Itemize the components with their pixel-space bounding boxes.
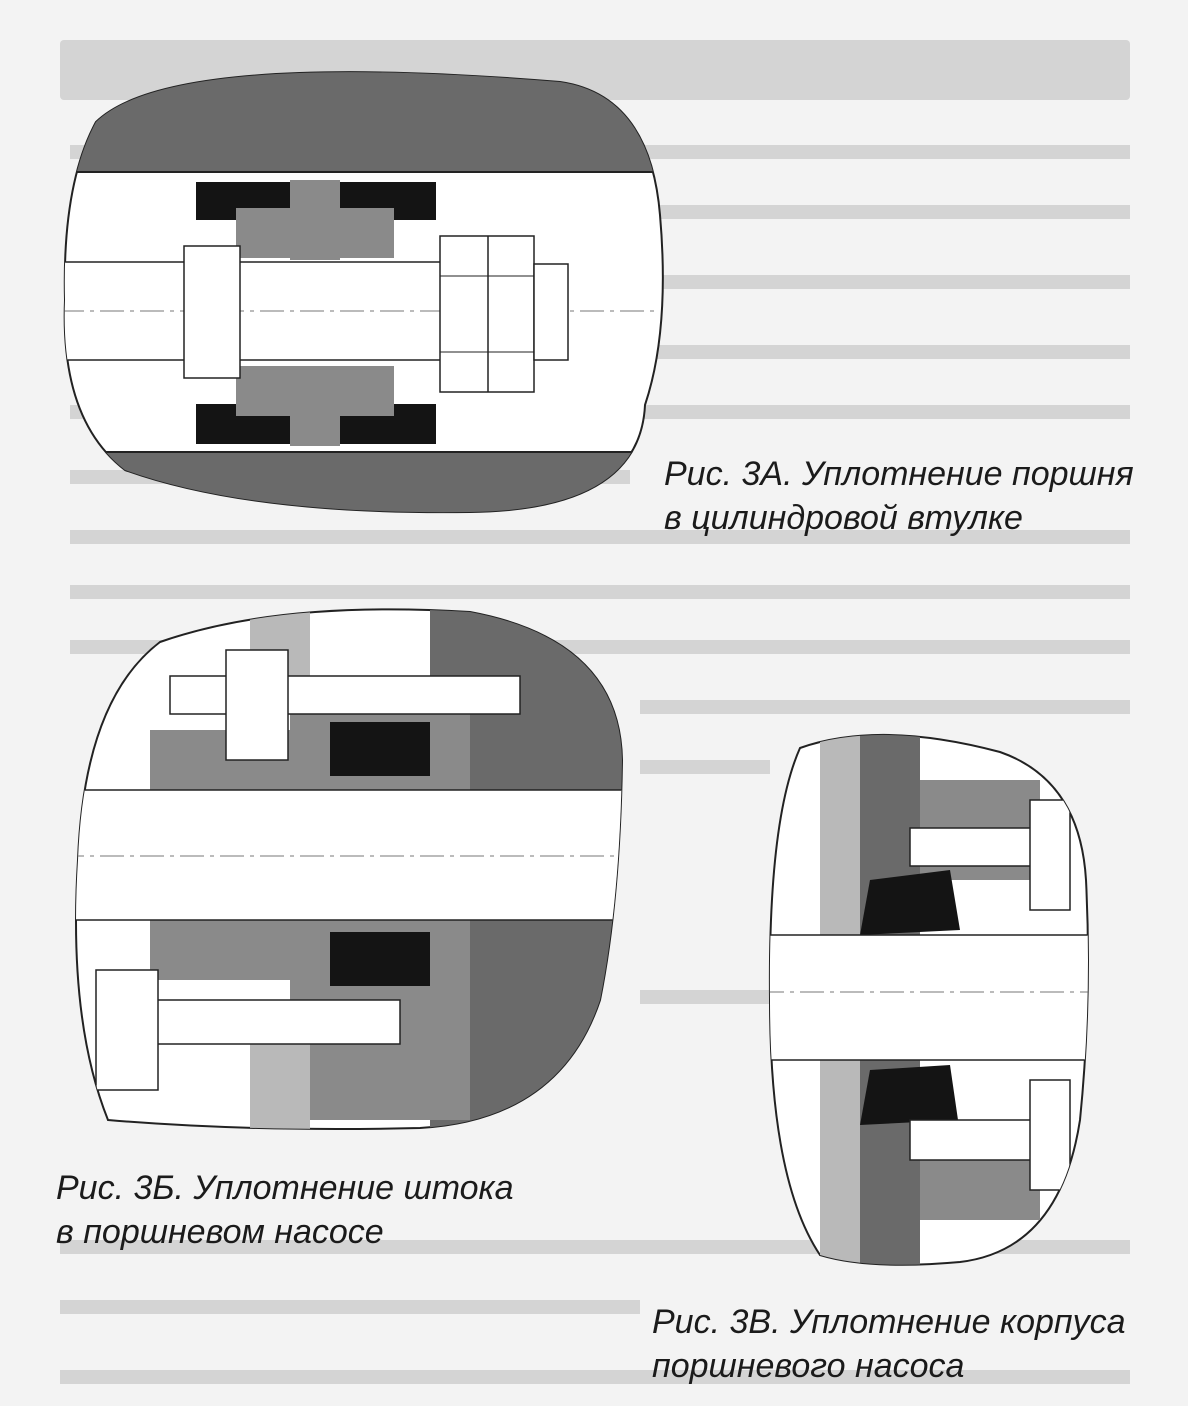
piston-core-bottom [236, 366, 394, 446]
caption-figure-3a-line2: в цилиндровой втулке [664, 499, 1023, 537]
caption-figure-3b-line2: в поршневом насосе [56, 1213, 384, 1251]
caption-figure-3v-line2: поршневого насоса [652, 1347, 965, 1385]
rod-end-thread [533, 263, 569, 361]
caption-figure-3a: Рис. 3А. Уплотнение поршня в цилиндровой… [664, 452, 1134, 540]
casing-bolt-top [909, 827, 1041, 867]
casing-seal-ring-top [860, 870, 960, 935]
gland-nut-top [225, 649, 289, 761]
casing-seal-ring-bottom [860, 1065, 958, 1125]
piston-nut [439, 235, 535, 393]
figure-3b-rod-seal [75, 608, 624, 1130]
caption-figure-3v-line1: Рис. 3В. Уплотнение корпуса [652, 1303, 1126, 1341]
caption-figure-3a-line1: Рис. 3А. Уплотнение поршня [664, 455, 1134, 493]
figure-3v-casing-seal [768, 733, 1089, 1266]
gland-nut-bottom [95, 969, 159, 1091]
caption-figure-3b: Рис. 3Б. Уплотнение штока в поршневом на… [56, 1166, 514, 1254]
plunger-rod [76, 789, 622, 921]
gland-stud-top [169, 675, 521, 715]
packing-rings-bottom [330, 932, 430, 986]
packing-rings-top [330, 722, 430, 776]
caption-figure-3b-line1: Рис. 3Б. Уплотнение штока [56, 1169, 514, 1207]
piston-hub [183, 245, 241, 379]
casing-nut-bottom [1029, 1079, 1071, 1191]
casing-bolt-bottom [909, 1119, 1041, 1161]
figure-3a-piston-seal [63, 71, 664, 514]
caption-figure-3v: Рис. 3В. Уплотнение корпуса поршневого н… [652, 1300, 1126, 1388]
casing-nut-top [1029, 799, 1071, 911]
cylinder-liner-bottom [64, 452, 663, 513]
